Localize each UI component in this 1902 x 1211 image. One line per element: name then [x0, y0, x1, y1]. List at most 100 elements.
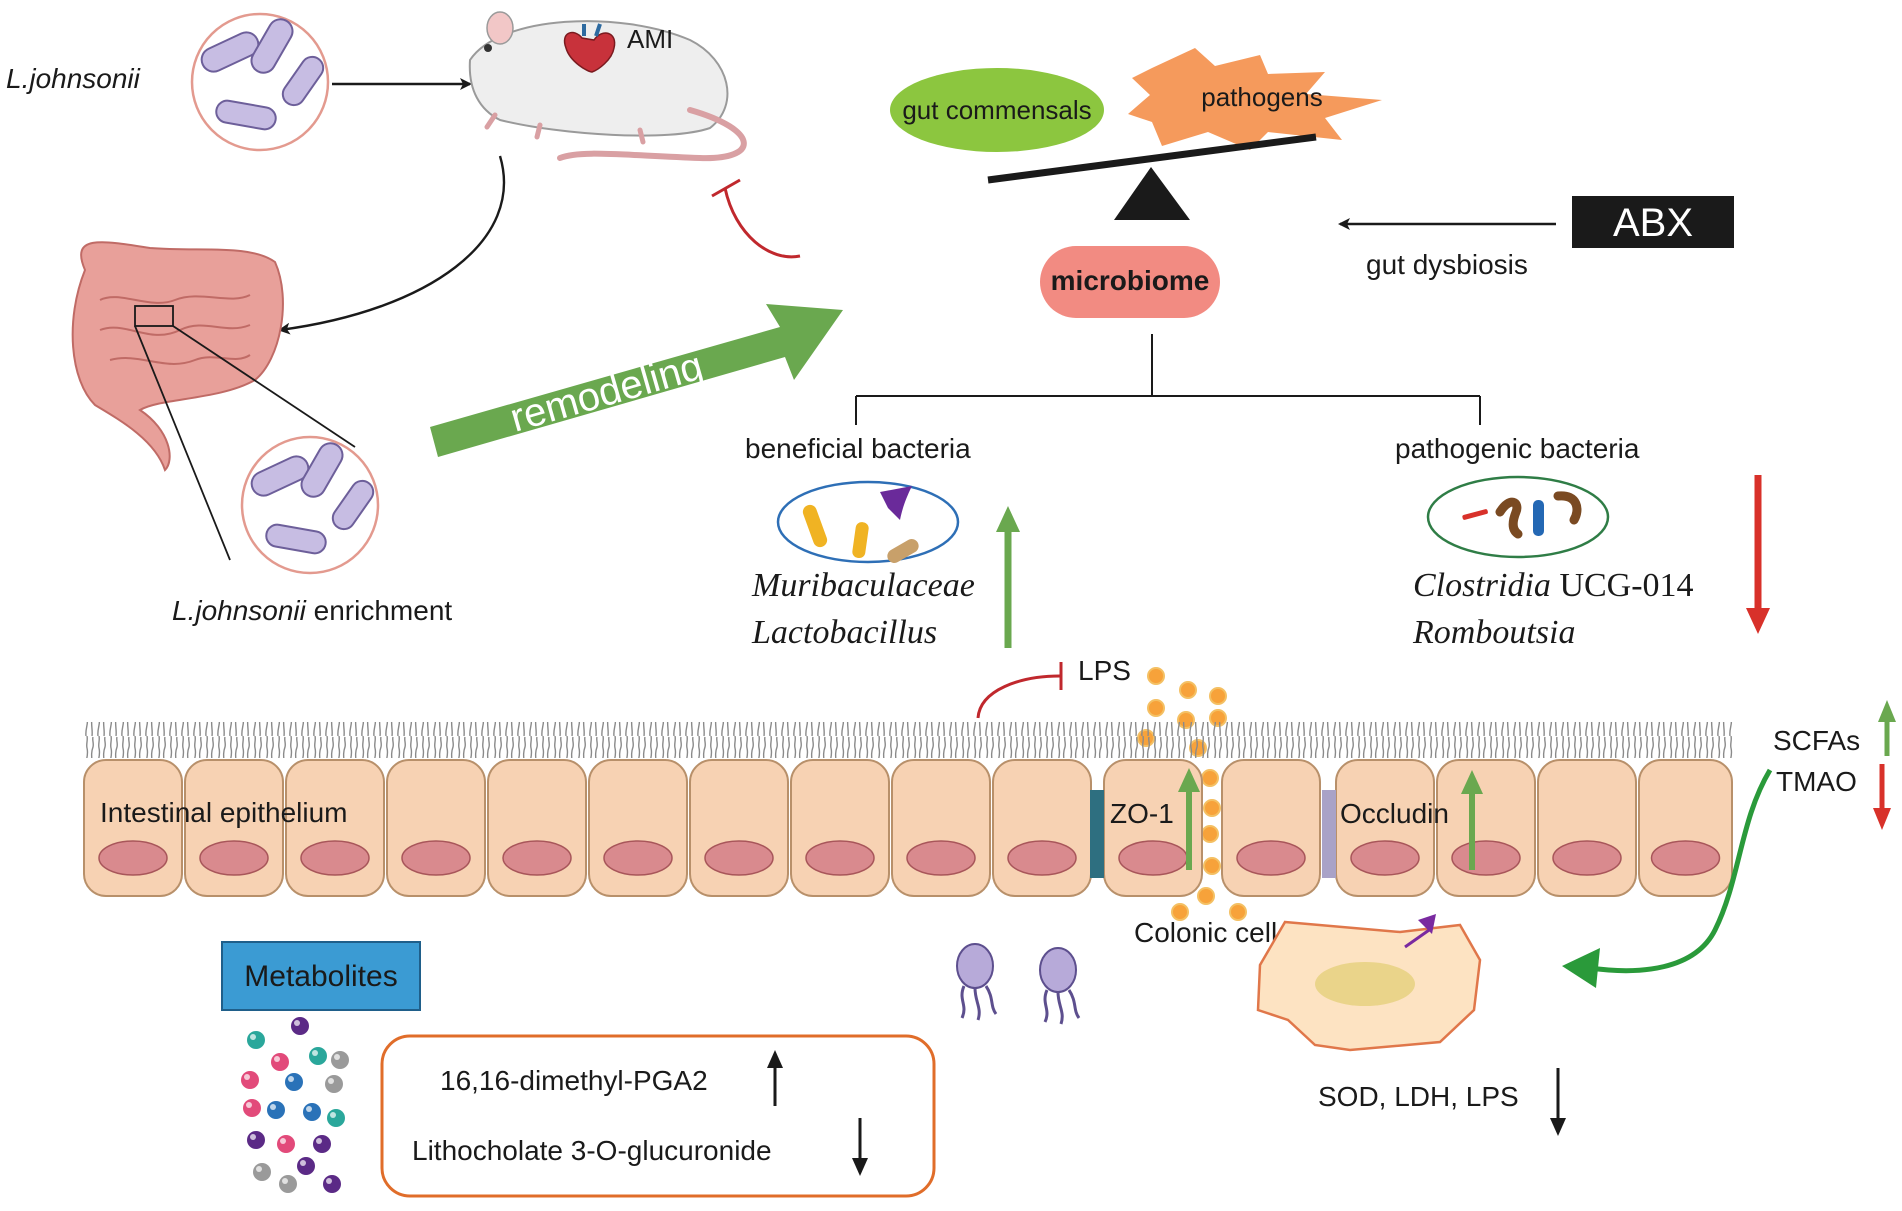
metabolite-molecule-highlight: [306, 1106, 312, 1112]
muribaculaceae-label: Muribaculaceae: [751, 567, 975, 604]
abx-label: ABX: [1613, 201, 1693, 245]
pathogenic-bacteria-label: pathogenic bacteria: [1395, 433, 1640, 464]
gut-dysbiosis-label: gut dysbiosis: [1366, 249, 1528, 280]
metabolite-molecule: [247, 1131, 265, 1149]
occludin-label: Occludin: [1340, 798, 1449, 829]
metabolite-molecule-highlight: [280, 1138, 286, 1144]
metabolite-molecule-highlight: [334, 1054, 340, 1060]
metabolite-molecule: [291, 1017, 309, 1035]
metabolite-molecule: [279, 1175, 297, 1193]
colonic-cell-label: Colonic cell: [1134, 917, 1277, 948]
metabolite-molecule: [325, 1075, 343, 1093]
metabolite-molecule-highlight: [274, 1056, 280, 1062]
scfas-label: SCFAs: [1773, 725, 1860, 756]
sod-ldh-lps-label: SOD, LDH, LPS: [1318, 1081, 1519, 1112]
metabolite-molecule-highlight: [316, 1138, 322, 1144]
cell-nucleus: [603, 840, 673, 876]
pathogens-burst: [1128, 48, 1382, 150]
cell-nucleus: [704, 840, 774, 876]
cell-nucleus: [1007, 840, 1077, 876]
metabolite-molecule: [253, 1163, 271, 1181]
l-johnsonii-label: L.johnsonii: [6, 63, 141, 94]
metabolite-molecule: [327, 1109, 345, 1127]
beneficial-bacteria-icon: [776, 480, 960, 564]
metabolite-molecule: [247, 1031, 265, 1049]
metabolite-down-label: Lithocholate 3-O-glucuronide: [412, 1135, 772, 1166]
cell-nucleus: [1650, 840, 1721, 876]
cell-nucleus: [300, 840, 370, 876]
beneficial-up-arrow: [996, 506, 1020, 648]
epithelium-cells: [83, 759, 1733, 897]
metabolite-molecule-highlight: [250, 1134, 256, 1140]
metabolite-molecule-highlight: [270, 1104, 276, 1110]
metabolite-molecule: [267, 1101, 285, 1119]
colonic-cell-icon: [1256, 914, 1482, 1052]
metabolite-molecule: [309, 1047, 327, 1065]
cell-nucleus: [98, 840, 168, 876]
microbiome-tree-lines: [855, 334, 1481, 425]
sod-ldh-lps-down-arrow: [1550, 1068, 1566, 1136]
metabolite-molecule: [243, 1099, 261, 1117]
cell-nucleus: [1350, 840, 1420, 876]
bacteria-circle-top-icon: [190, 12, 330, 152]
metabolite-molecule: [331, 1051, 349, 1069]
lps-label: LPS: [1078, 655, 1131, 686]
microbiome-pill: [1040, 246, 1220, 318]
tmao-label: TMAO: [1776, 766, 1857, 797]
metabolite-molecule-highlight: [244, 1074, 250, 1080]
metabolite-molecule-highlight: [326, 1178, 332, 1184]
microbiome-label: microbiome: [1051, 265, 1210, 296]
mouse-icon: [468, 11, 747, 162]
metabolite-molecule-highlight: [246, 1102, 252, 1108]
tight-junction-occludin: [1322, 790, 1336, 878]
tmao-down-arrow: [1873, 764, 1891, 830]
remodeling-label: remodeling: [505, 344, 707, 441]
metabolite-up-arrow: [767, 1050, 783, 1106]
clostridia-label: Clostridia UCG-014: [1413, 567, 1694, 604]
metabolite-molecule-highlight: [288, 1076, 294, 1082]
gut-commensals-ellipse: [890, 68, 1104, 152]
metabolite-molecule: [303, 1103, 321, 1121]
metabolite-down-arrow: [852, 1118, 868, 1176]
balance-beam: [987, 133, 1317, 184]
cell-nucleus: [1236, 840, 1306, 876]
intestine-icon: [71, 241, 356, 561]
metabolite-molecule-highlight: [250, 1034, 256, 1040]
metabolite-molecule-highlight: [330, 1112, 336, 1118]
lps-inhibit-curve: [976, 674, 1061, 719]
romboutsia-label: Romboutsia: [1412, 614, 1575, 651]
arrow-to-intestine: [278, 155, 506, 335]
metabolite-molecule-highlight: [328, 1078, 334, 1084]
inhibit-curve-top: [723, 187, 801, 259]
metabolite-molecule: [285, 1073, 303, 1091]
gut-commensals-label: gut commensals: [902, 95, 1091, 125]
metabolite-molecules-icon: [241, 1017, 349, 1193]
metabolite-molecule-highlight: [294, 1020, 300, 1026]
metabolite-molecule: [241, 1071, 259, 1089]
cell-nucleus: [199, 840, 269, 876]
metabolite-molecule: [271, 1053, 289, 1071]
pathogens-label: pathogens: [1201, 82, 1322, 112]
beneficial-bacteria-label: beneficial bacteria: [745, 433, 971, 464]
cell-nucleus: [1552, 840, 1622, 876]
scfas-up-arrow: [1878, 700, 1896, 756]
metabolite-changes-frame: [380, 1034, 936, 1198]
zo1-label: ZO-1: [1110, 798, 1174, 829]
lactobacillus-label: Lactobacillus: [751, 614, 937, 651]
cell-nucleus: [1118, 840, 1188, 876]
occludin-up-arrow: [1461, 770, 1483, 870]
metabolite-molecule-highlight: [300, 1160, 306, 1166]
metabolite-molecule: [323, 1175, 341, 1193]
microvilli: [84, 722, 1734, 758]
zo1-up-arrow: [1178, 768, 1200, 870]
cell-nucleus: [502, 840, 572, 876]
immune-cell-1-icon: [956, 943, 998, 1021]
pathogenic-bacteria-icon: [1426, 475, 1610, 559]
intestinal-epithelium-label: Intestinal epithelium: [100, 797, 347, 828]
metabolite-molecule: [277, 1135, 295, 1153]
cell-nucleus: [906, 840, 976, 876]
metabolite-molecule: [297, 1157, 315, 1175]
balance-fulcrum: [1114, 167, 1190, 220]
metabolite-molecule: [313, 1135, 331, 1153]
